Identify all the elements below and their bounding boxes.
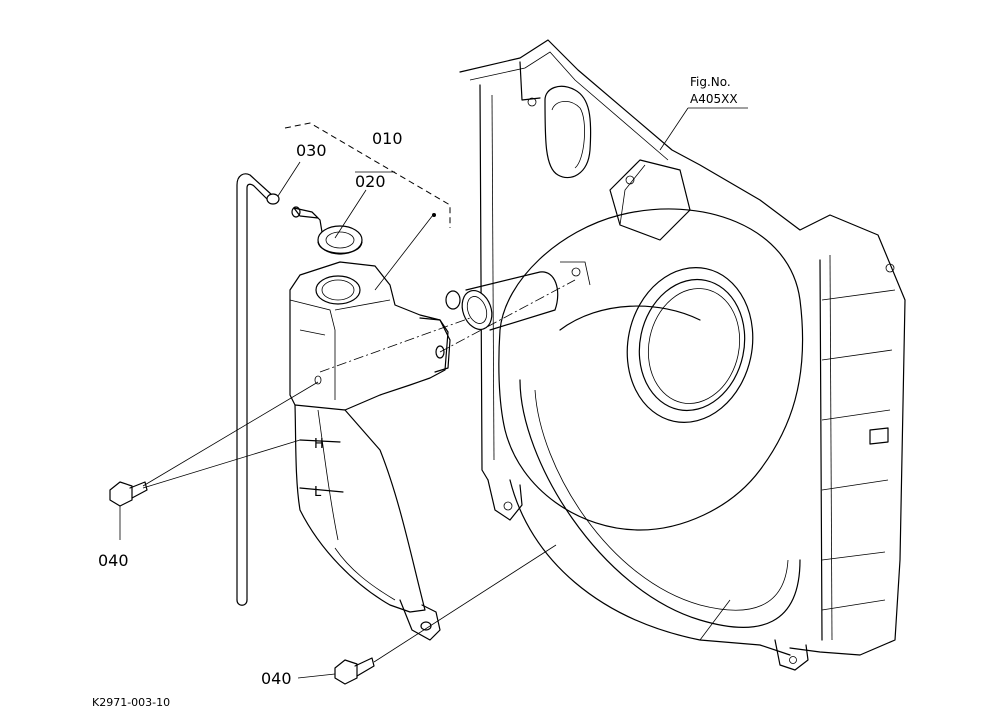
part-label-040-upper: 040 xyxy=(98,551,129,570)
fig-no-value: A405XX xyxy=(690,92,738,106)
radiator-cap xyxy=(291,206,363,255)
overflow-hose xyxy=(236,173,280,606)
fig-no-label: Fig.No. xyxy=(690,75,731,89)
leader-lines xyxy=(119,107,748,679)
bolt-upper xyxy=(109,481,148,507)
drawing-code: K2971-003-10 xyxy=(92,696,170,709)
fan-shroud xyxy=(445,39,906,671)
tank-mark-low: L xyxy=(314,485,322,500)
bolt-lower xyxy=(334,657,375,685)
part-label-020: 020 xyxy=(355,172,386,191)
part-label-040-lower: 040 xyxy=(261,669,292,688)
tank-mark-full: H xyxy=(314,437,324,452)
reserve-tank xyxy=(289,261,451,641)
part-label-030: 030 xyxy=(296,141,327,160)
part-label-010: 010 xyxy=(372,129,403,148)
